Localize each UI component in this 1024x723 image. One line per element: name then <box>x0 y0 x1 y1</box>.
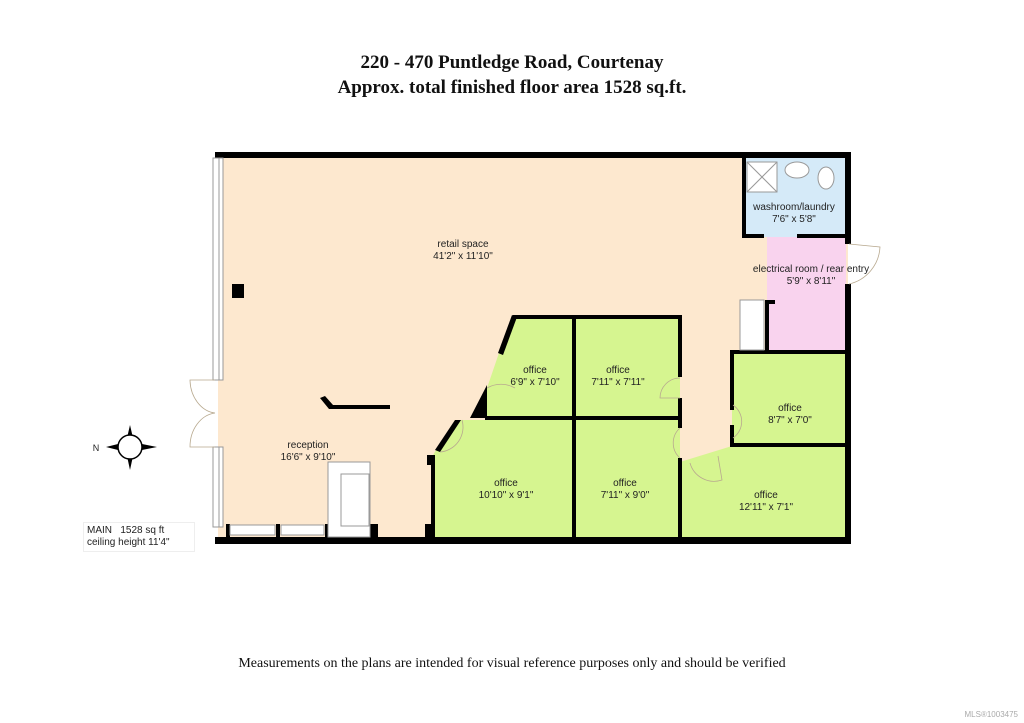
office-floor-2 <box>574 317 680 418</box>
svg-text:5'9" x 8'11": 5'9" x 8'11" <box>787 276 836 287</box>
svg-text:office: office <box>613 478 637 489</box>
svg-text:office: office <box>523 365 547 376</box>
office-floor-1 <box>487 317 574 418</box>
svg-text:6'9" x 7'10": 6'9" x 7'10" <box>510 377 560 388</box>
svg-text:electrical room / rear entry: electrical room / rear entry <box>753 264 869 275</box>
legend-area: MAIN 1528 sq ft <box>87 525 165 536</box>
svg-text:7'11" x 9'0": 7'11" x 9'0" <box>601 490 650 501</box>
area-title: Approx. total finished floor area 1528 s… <box>337 77 687 98</box>
svg-text:office: office <box>606 365 630 376</box>
svg-text:office: office <box>754 490 778 501</box>
door-swings <box>189 243 881 482</box>
address-title: 220 - 470 Puntledge Road, Courtenay <box>360 52 664 73</box>
electrical-floor <box>767 237 846 350</box>
svg-text:16'6" x 9'10": 16'6" x 9'10" <box>281 452 336 463</box>
svg-text:41'2" x 11'10": 41'2" x 11'10" <box>433 251 493 262</box>
mls-number: MLS®1003475 <box>964 710 1019 719</box>
svg-text:7'6" x 5'8": 7'6" x 5'8" <box>772 214 816 225</box>
svg-text:7'11" x 7'11": 7'11" x 7'11" <box>591 377 645 388</box>
office-floor-5 <box>574 420 680 537</box>
column <box>232 284 244 298</box>
sink-icon <box>784 161 810 179</box>
svg-text:8'7" x 7'0": 8'7" x 7'0" <box>768 415 812 426</box>
legend-ceiling: ceiling height 11'4" <box>87 537 170 548</box>
office-floor-6 <box>680 446 846 537</box>
floor-legend: MAIN 1528 sq ft ceiling height 11'4" <box>83 522 195 552</box>
svg-text:washroom/laundry: washroom/laundry <box>752 202 835 213</box>
windows <box>212 157 835 538</box>
svg-text:10'10" x 9'1": 10'10" x 9'1" <box>479 490 534 501</box>
walls <box>215 152 851 544</box>
compass-icon: N <box>93 425 157 470</box>
svg-text:office: office <box>494 478 518 489</box>
compass-north-label: N <box>93 443 100 453</box>
toilet-icon <box>817 166 835 190</box>
disclaimer: Measurements on the plans are intended f… <box>238 656 786 671</box>
office-floor-4 <box>433 420 574 537</box>
svg-text:office: office <box>778 403 802 414</box>
svg-text:12'11" x 7'1": 12'11" x 7'1" <box>739 502 794 513</box>
office-floor-3 <box>732 352 846 444</box>
svg-text:retail space: retail space <box>437 239 489 250</box>
svg-text:reception: reception <box>287 440 328 451</box>
